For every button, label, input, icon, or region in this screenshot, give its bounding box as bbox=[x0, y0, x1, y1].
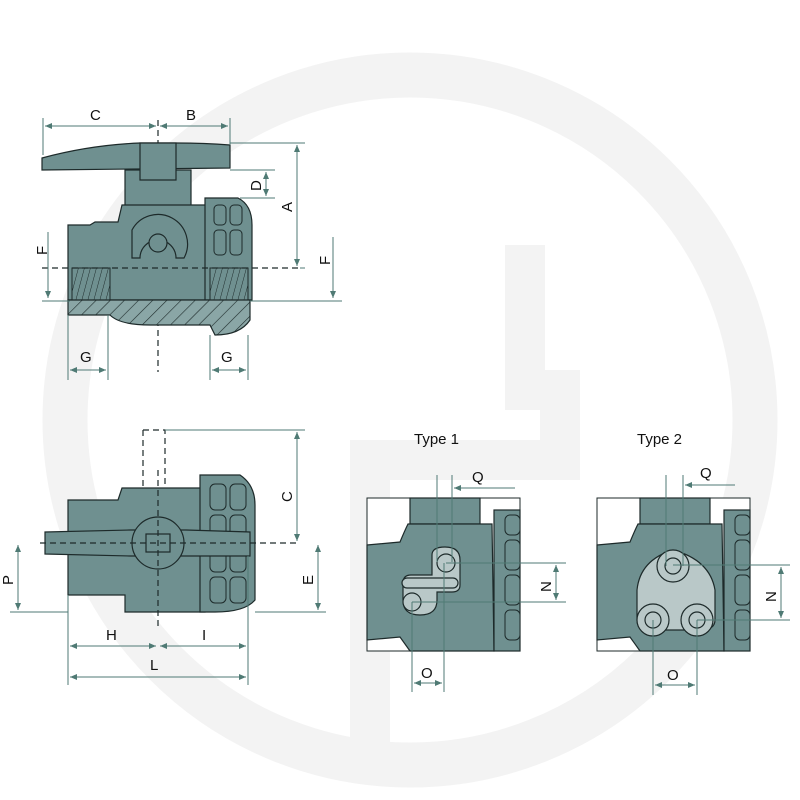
type2-title: Type 2 bbox=[637, 431, 682, 448]
dim-label-e: E bbox=[300, 575, 317, 585]
side-view-drawing bbox=[41, 120, 300, 372]
dim-label-g-right: G bbox=[221, 349, 233, 366]
dim-label-f-right: F bbox=[317, 256, 334, 265]
dim-label-c: C bbox=[90, 107, 101, 124]
dim-label-d: D bbox=[248, 180, 265, 191]
dim-label-h: H bbox=[106, 627, 117, 644]
dim-label-p: P bbox=[0, 575, 17, 585]
front-view-drawing bbox=[40, 429, 300, 630]
type2-detail: Type 2 Q N O bbox=[596, 431, 790, 695]
dim-label-g-left: G bbox=[80, 349, 92, 366]
type1-detail: Type 1 Q N O bbox=[366, 431, 566, 692]
type2-dim-o: O bbox=[667, 667, 679, 684]
front-view-dimensions: C E P H I L bbox=[0, 429, 326, 685]
type1-dim-q: Q bbox=[472, 469, 484, 486]
side-view-dimensions: C B A D F F G G bbox=[34, 107, 342, 380]
dim-label-l: L bbox=[150, 657, 158, 674]
type2-dim-q: Q bbox=[700, 465, 712, 482]
section-cut bbox=[67, 299, 251, 336]
dim-label-f-left: F bbox=[34, 246, 51, 255]
dim-label-i: I bbox=[202, 627, 206, 644]
dim-label-b: B bbox=[186, 107, 196, 124]
type1-dim-o: O bbox=[421, 665, 433, 682]
dim-label-c-front: C bbox=[279, 491, 296, 502]
dim-label-a: A bbox=[279, 202, 296, 212]
type2-dim-n: N bbox=[763, 591, 780, 602]
type1-title: Type 1 bbox=[414, 431, 459, 448]
valve-handle bbox=[41, 142, 231, 171]
type1-dim-n: N bbox=[538, 581, 555, 592]
